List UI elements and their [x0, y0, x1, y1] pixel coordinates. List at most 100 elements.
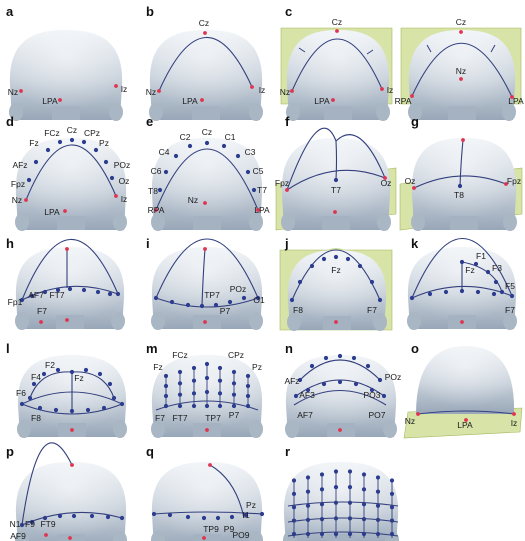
lower-point [382, 394, 386, 398]
ring-point [170, 300, 174, 304]
neck [448, 106, 476, 120]
grid-point [192, 391, 196, 395]
panel-label: g [411, 114, 419, 129]
i1-label: I1 [242, 510, 249, 520]
panel-label: m [146, 341, 158, 356]
ring-point [476, 290, 480, 294]
lpa-label: LPA [314, 96, 330, 106]
vertex-point [65, 247, 69, 251]
panels-layer: aNzLPAIzbCzNzLPAIzcCzNzLPAIzCzRPANzLPAdF… [6, 4, 524, 541]
cz-point [459, 30, 463, 34]
frontal-point [42, 372, 46, 376]
grid-point [334, 485, 338, 489]
grid-point [205, 390, 209, 394]
rpa-label: RPA [395, 96, 412, 106]
ring-point [186, 515, 190, 519]
panel-j: jFzF8F7 [280, 236, 392, 331]
panel-o: oNzLPAIz [404, 341, 522, 438]
grid-point [192, 404, 196, 408]
grid-point [390, 492, 394, 496]
panel-label: d [6, 114, 14, 129]
ring-point [260, 512, 264, 516]
iz-label: Iz [387, 85, 394, 95]
panel-e: eC2CzC1C4C3C6C5T8T7RPANzLPA [146, 114, 270, 231]
tp7-label: TP7 [204, 290, 220, 300]
af7-label: AF7 [297, 410, 313, 420]
cz-point [335, 29, 339, 33]
right-ear [249, 213, 263, 231]
af3-label: AF3 [299, 390, 315, 400]
upper-point [378, 378, 382, 382]
poz-label: POz [114, 160, 131, 170]
c5-label: C5 [253, 166, 264, 176]
f4-label: F4 [31, 372, 41, 382]
panel-q: qPzI1TP9P9PO9 [146, 444, 264, 541]
iz-point [380, 87, 384, 91]
grid-point [376, 475, 380, 479]
ring-point [108, 292, 112, 296]
coronal-point [174, 154, 178, 158]
landmark-point [460, 320, 464, 324]
fpz-label: Fpz [275, 178, 289, 188]
ring-point [86, 408, 90, 412]
c2-label: C2 [180, 132, 191, 142]
coronal-point [205, 141, 209, 145]
t8-point [458, 184, 462, 188]
grid-point [232, 393, 236, 397]
fpz-label: Fpz [11, 179, 25, 189]
panel-h: hFp1AF7FT7F7 [6, 236, 125, 330]
grid-point [218, 379, 222, 383]
ring-point [186, 303, 190, 307]
scalp-highlight [416, 346, 514, 414]
right-ear [249, 312, 263, 330]
arc-point [334, 255, 338, 259]
midline-point [70, 138, 74, 142]
grid-point [205, 404, 209, 408]
c1-label: C1 [225, 132, 236, 142]
coronal-point [252, 188, 256, 192]
frontal-point [108, 382, 112, 386]
grid-point [178, 404, 182, 408]
po7-label: PO7 [368, 410, 385, 420]
left-ear [151, 213, 165, 231]
f8-label: F8 [293, 305, 303, 315]
ring-point [214, 303, 218, 307]
grid-point [246, 384, 250, 388]
panel-label: a [6, 4, 14, 19]
fp1-label: Fp1 [8, 297, 23, 307]
lpa-point [63, 209, 67, 213]
midline-point [27, 178, 31, 182]
lpa-label: LPA [457, 420, 473, 430]
nz-point [290, 89, 294, 93]
upper-point [338, 354, 342, 358]
frontal-point [500, 290, 504, 294]
ring-point [200, 304, 204, 308]
upper-point [352, 356, 356, 360]
t7-label: T7 [257, 185, 267, 195]
neck [192, 106, 220, 120]
t8-label: T8 [454, 190, 464, 200]
cz-point [203, 31, 207, 35]
midline-point [104, 160, 108, 164]
frontal-point [460, 260, 464, 264]
arc-point [358, 264, 362, 268]
landmark-point [334, 320, 338, 324]
vertical-curve [336, 141, 337, 180]
fcz-label: FCz [44, 128, 60, 138]
grid-point [376, 490, 380, 494]
grid-point [348, 501, 352, 505]
coronal-point [236, 154, 240, 158]
right-ear [249, 103, 263, 121]
grid-point [246, 394, 250, 398]
right-ear [376, 103, 390, 121]
landmark-point [65, 318, 69, 322]
left-ear [285, 420, 299, 438]
f7-label: F7 [505, 305, 515, 315]
grid-point [320, 472, 324, 476]
f8-label: F8 [31, 413, 41, 423]
frontal-point [98, 372, 102, 376]
cz-label: Cz [199, 18, 209, 28]
frontal-point [84, 368, 88, 372]
right-ear [111, 312, 125, 330]
